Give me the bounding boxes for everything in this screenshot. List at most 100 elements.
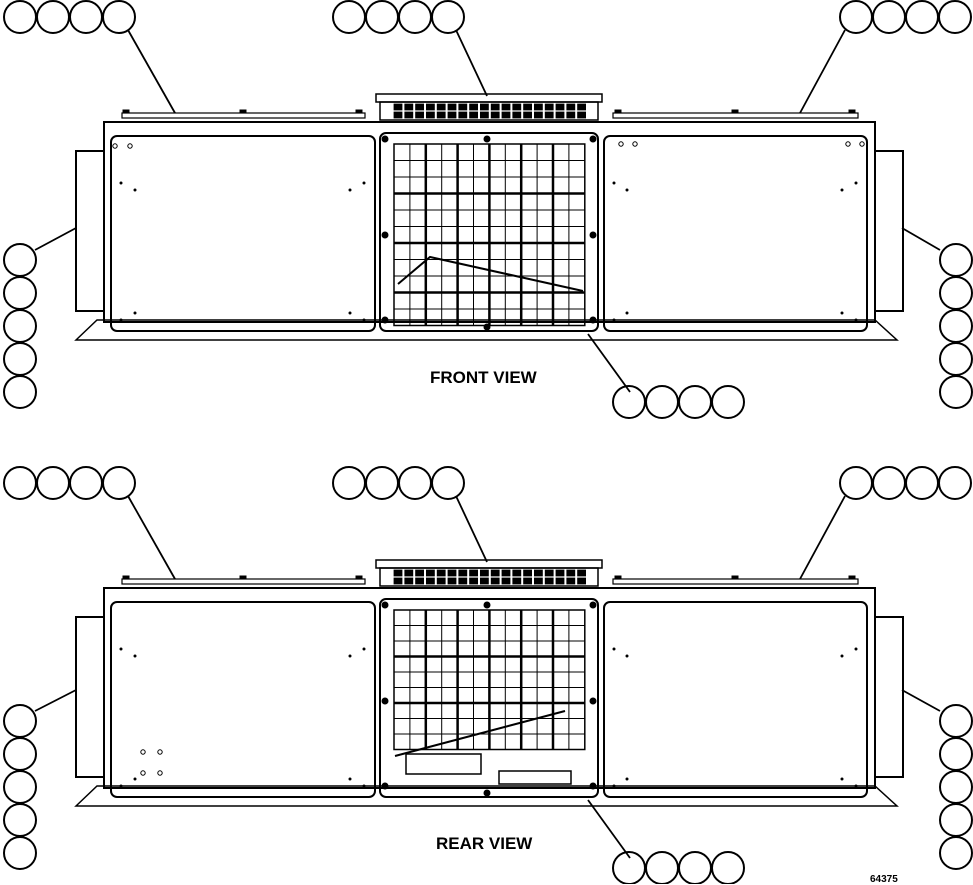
top-vent-cap xyxy=(375,93,603,103)
callout-front-bottom-right xyxy=(587,333,745,419)
callout-bubble xyxy=(939,737,973,771)
mark xyxy=(854,318,858,322)
callout-bubble xyxy=(332,0,366,34)
callout-bubble xyxy=(678,385,712,419)
callout-bubble xyxy=(3,466,37,500)
rail-clip xyxy=(122,575,130,580)
callout-bubble xyxy=(431,466,465,500)
callout-bubble xyxy=(939,309,973,343)
screw xyxy=(618,141,624,147)
rail-clip xyxy=(614,109,622,114)
mark xyxy=(854,647,858,651)
callout-bubble xyxy=(102,466,136,500)
rail-clip xyxy=(731,575,739,580)
right-access-panel xyxy=(603,601,868,798)
left-access-panel xyxy=(110,135,376,332)
callout-bubble xyxy=(3,375,37,409)
callout-front-top-center xyxy=(332,0,488,97)
callout-rear-left-stack xyxy=(3,689,77,870)
mark xyxy=(119,318,123,322)
internal-duct xyxy=(394,710,566,757)
callout-bubble xyxy=(3,0,37,34)
callout-bubble xyxy=(939,803,973,837)
callout-bubble xyxy=(872,466,906,500)
bolt xyxy=(140,749,146,755)
grille-bolt xyxy=(589,316,597,324)
callout-front-left-stack xyxy=(3,227,77,409)
callout-bubble xyxy=(102,0,136,34)
mark xyxy=(348,188,352,192)
callout-bubble xyxy=(3,309,37,343)
mark xyxy=(119,784,123,788)
right-panel-fasteners xyxy=(612,647,858,788)
grille-bolt xyxy=(483,135,491,143)
callout-bubble xyxy=(3,243,37,277)
callout-bubble xyxy=(939,704,973,738)
mark xyxy=(119,647,123,651)
top-vent-cap xyxy=(375,559,603,569)
mark xyxy=(625,188,629,192)
front-view-drawing xyxy=(74,93,904,341)
grille-bolt xyxy=(589,782,597,790)
screw xyxy=(127,143,133,149)
callout-bubble xyxy=(905,0,939,34)
top-vent xyxy=(375,93,603,121)
callout-bubble xyxy=(711,385,745,419)
mark xyxy=(133,311,137,315)
top-rail-left xyxy=(121,578,366,585)
mark xyxy=(348,654,352,658)
mark xyxy=(348,777,352,781)
main-housing xyxy=(103,587,876,789)
callout-bubble xyxy=(3,276,37,310)
mark xyxy=(612,647,616,651)
left-side-box xyxy=(75,150,105,312)
callout-bubble xyxy=(678,851,712,884)
leader-line xyxy=(587,799,631,859)
top-rail-right xyxy=(612,112,859,119)
callout-bubble xyxy=(939,375,973,409)
mark xyxy=(119,181,123,185)
mark xyxy=(840,654,844,658)
callout-bubble xyxy=(398,466,432,500)
callout-bubble xyxy=(365,466,399,500)
callout-bubble xyxy=(3,770,37,804)
screw xyxy=(632,141,638,147)
grille-bolt xyxy=(381,697,389,705)
callout-bubble xyxy=(645,851,679,884)
mark xyxy=(133,777,137,781)
screw xyxy=(845,141,851,147)
callout-bubble xyxy=(939,342,973,376)
rear-view-label: REAR VIEW xyxy=(436,834,533,853)
callout-bubble xyxy=(365,0,399,34)
callout-rear-top-center xyxy=(332,466,488,563)
leader-line xyxy=(455,29,488,97)
mark xyxy=(840,188,844,192)
callout-bubble xyxy=(332,466,366,500)
grille-bolt xyxy=(381,782,389,790)
mark xyxy=(362,318,366,322)
mark xyxy=(625,311,629,315)
grille-bolt xyxy=(589,601,597,609)
leader-line xyxy=(34,689,77,712)
grille-bolt xyxy=(589,231,597,239)
mark xyxy=(612,318,616,322)
callout-bubble xyxy=(3,704,37,738)
callout-rear-top-right xyxy=(799,466,972,580)
left-side-box xyxy=(75,616,105,778)
grille-bolt xyxy=(381,316,389,324)
left-access-panel xyxy=(110,601,376,798)
callout-bubble xyxy=(938,466,972,500)
callout-bubble xyxy=(69,466,103,500)
grille-bolt xyxy=(381,135,389,143)
mark xyxy=(133,654,137,658)
rear-view-drawing xyxy=(74,559,904,807)
callout-bubble xyxy=(939,770,973,804)
center-grille-frame xyxy=(379,132,599,332)
bolt xyxy=(157,749,163,755)
screw xyxy=(859,141,865,147)
grille-bolt xyxy=(381,601,389,609)
callout-bubble xyxy=(398,0,432,34)
mark xyxy=(362,181,366,185)
callout-bubble xyxy=(36,0,70,34)
grille-bolt xyxy=(589,135,597,143)
